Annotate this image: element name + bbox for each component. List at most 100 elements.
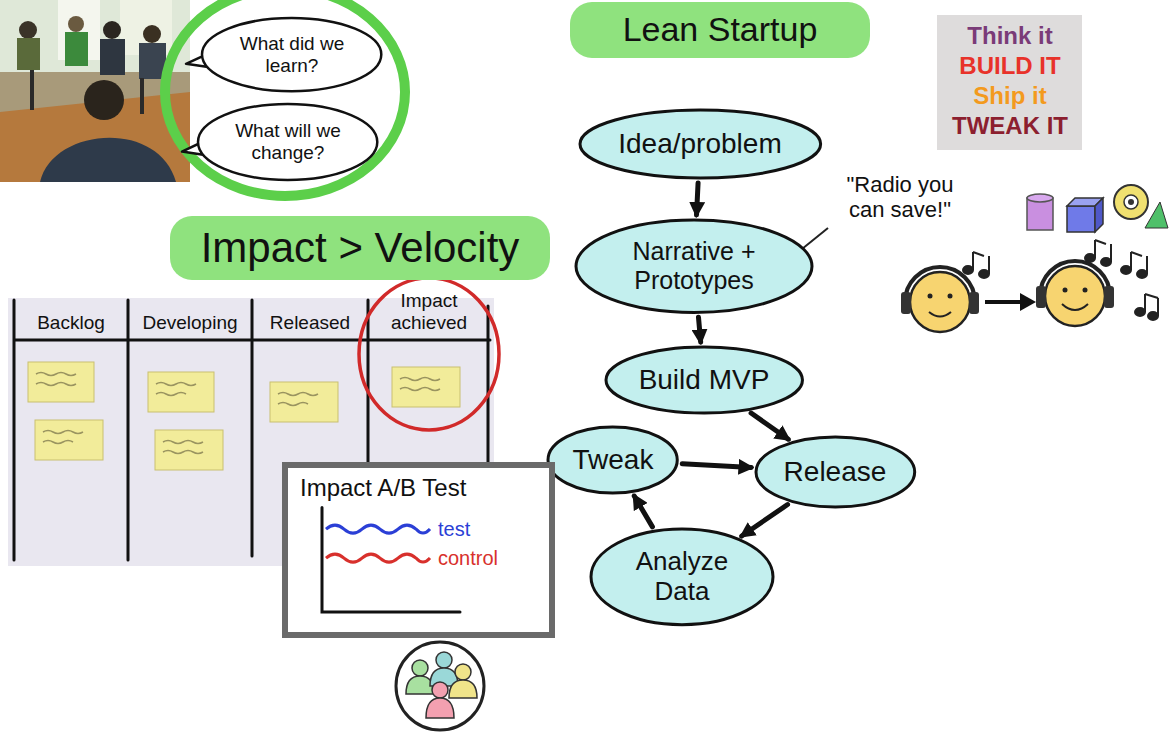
music-notes-part	[972, 252, 974, 270]
music-notes-part	[1131, 252, 1142, 256]
node-text: Lean Startup	[623, 10, 818, 49]
people-icon	[396, 642, 484, 730]
music-notes-part	[1144, 294, 1146, 312]
series-label: test	[438, 518, 470, 541]
listener-faces-part	[1036, 286, 1046, 308]
node-text: Narrative + Prototypes	[614, 237, 774, 295]
chart-title: Impact A/B Test	[300, 474, 466, 502]
node-text: Idea/problem	[618, 128, 781, 160]
listener-faces	[901, 261, 1114, 332]
label-slot: Think it	[940, 22, 1080, 50]
process-ellipse: Build MVP	[604, 345, 804, 415]
label-slot: Developing	[130, 312, 250, 334]
music-notes-part	[973, 252, 984, 256]
label-slot: Impact achieved	[371, 290, 487, 334]
chart-line	[326, 554, 430, 562]
column-header: Impact achieved	[371, 290, 487, 334]
ellipse-body	[591, 529, 773, 625]
music-notes-part	[1157, 298, 1159, 316]
music-notes-part	[988, 256, 990, 274]
column-header: Released	[254, 312, 366, 334]
listener-faces-part	[1045, 266, 1105, 326]
music-notes-part	[1085, 254, 1095, 262]
shape-icons-part	[1027, 194, 1053, 202]
heading-band: Impact > Velocity	[170, 216, 550, 280]
label-slot: "Radio you can save!"	[835, 172, 965, 223]
listener-faces-part	[1062, 304, 1088, 310]
highlight-circle	[165, 0, 405, 196]
label-slot: Backlog	[16, 312, 126, 334]
process-ellipse: Release	[754, 435, 917, 509]
shape-icons-part	[1114, 185, 1148, 219]
listener-faces-part	[969, 292, 979, 314]
flow-arrow	[698, 317, 700, 342]
flow-arrow	[751, 413, 788, 439]
process-ellipse: Tweak	[546, 425, 679, 495]
flow-arrow	[634, 496, 652, 527]
photo-part	[103, 21, 121, 39]
poster	[937, 15, 1082, 150]
ellipse-body	[580, 110, 821, 178]
shape-icons-part	[1145, 202, 1168, 228]
label-slot: Ship it	[940, 82, 1080, 110]
sticky-notes	[28, 362, 460, 470]
node-text: Build MVP	[639, 364, 770, 396]
music-notes-part	[963, 266, 973, 274]
music-notes-part	[1095, 240, 1106, 244]
shape-icons-part	[1027, 198, 1053, 230]
bubble-body	[202, 18, 381, 91]
music-notes-part	[1130, 252, 1132, 270]
people-icon-part	[449, 680, 477, 698]
photo-part	[40, 138, 176, 182]
music-notes-part	[1094, 240, 1096, 258]
shape-icons	[1027, 185, 1168, 232]
photo-part	[140, 78, 144, 114]
column-header: Backlog	[16, 312, 126, 334]
people-icon-part	[412, 660, 428, 676]
shape-icons-part	[1067, 206, 1095, 232]
music-notes-part	[979, 270, 989, 278]
photo-part	[17, 38, 40, 70]
listener-faces-part	[1020, 293, 1036, 311]
listener-faces-part	[948, 294, 953, 299]
listener-faces-part	[910, 272, 970, 332]
ellipse-body	[576, 220, 812, 313]
music-notes-part	[1145, 294, 1158, 298]
photo-part	[65, 32, 88, 66]
chart-line	[326, 525, 430, 533]
node-text: What did we learn?	[233, 33, 351, 77]
callout-note: "Radio you can save!"	[835, 172, 965, 223]
column-header: Developing	[130, 312, 250, 334]
label-slot: Released	[254, 312, 366, 334]
poster-text: Ship it	[940, 82, 1080, 110]
people-icon-part	[436, 652, 452, 668]
poster-text: BUILD IT	[940, 52, 1080, 80]
series-label: control	[438, 547, 498, 570]
photo-part	[19, 21, 37, 39]
poster-text: TWEAK IT	[940, 112, 1080, 140]
listener-faces-part	[1083, 288, 1088, 293]
music-notes-part	[1148, 312, 1158, 320]
emphasis-circle	[359, 278, 499, 430]
node-text: Tweak	[573, 444, 654, 476]
node-text: Release	[784, 456, 887, 488]
listener-faces-part	[901, 292, 911, 314]
photo-part	[143, 25, 161, 43]
music-notes-part	[1121, 266, 1131, 274]
listener-faces-part	[928, 294, 933, 299]
flow-arrow	[697, 183, 699, 215]
photo-part	[100, 39, 125, 75]
label-slot: TWEAK IT	[940, 112, 1080, 140]
node-text: What will we change?	[229, 120, 347, 164]
process-ellipse: Analyze Data	[589, 527, 775, 627]
ellipse-body	[606, 347, 802, 413]
music-notes-part	[1135, 308, 1145, 316]
ellipse-body	[756, 437, 915, 507]
speech-bubble: What did we learn?	[200, 16, 383, 93]
shape-icons-part	[1128, 199, 1134, 205]
shape-icons-part	[1124, 195, 1138, 209]
music-notes-part	[1146, 256, 1148, 274]
process-ellipse: Narrative + Prototypes	[574, 218, 814, 315]
people-icon-part	[426, 698, 454, 718]
